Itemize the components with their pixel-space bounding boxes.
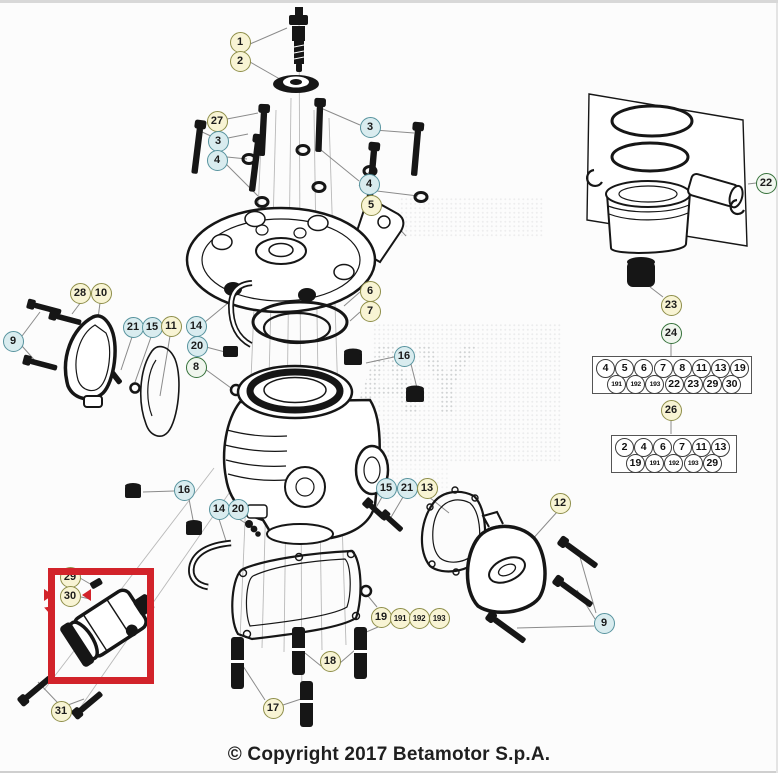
table-num-2[interactable]: 2 xyxy=(615,437,634,457)
callout-28[interactable]: 28 xyxy=(69,282,91,304)
table-num-8[interactable]: 8 xyxy=(672,358,692,378)
left-gasket xyxy=(140,345,180,437)
table-num-193[interactable]: 193 xyxy=(645,374,665,394)
callout-7[interactable]: 7 xyxy=(359,300,381,322)
callout-12[interactable]: 12 xyxy=(549,492,571,514)
callout-3[interactable]: 3 xyxy=(207,130,229,152)
table-num-191[interactable]: 191 xyxy=(607,374,626,394)
table-num-6[interactable]: 6 xyxy=(634,358,654,378)
vent-hose xyxy=(227,280,253,348)
table-num-29[interactable]: 29 xyxy=(702,453,722,473)
table-num-30[interactable]: 30 xyxy=(722,374,742,394)
table-num-6[interactable]: 6 xyxy=(653,437,673,457)
callout-18[interactable]: 18 xyxy=(319,650,341,672)
valve-cover-clip xyxy=(90,578,103,589)
table-num-23[interactable]: 23 xyxy=(683,374,703,394)
left-cover-bolts xyxy=(22,298,82,371)
spark-plug xyxy=(289,7,308,72)
right-cover xyxy=(465,510,547,614)
screw-washer xyxy=(129,382,141,394)
hose-fitting xyxy=(245,520,261,537)
callout-26[interactable]: 26 xyxy=(660,399,682,421)
callout-16[interactable]: 16 xyxy=(393,345,415,367)
callout-193[interactable]: 193 xyxy=(428,607,450,629)
table-num-7[interactable]: 7 xyxy=(672,437,692,457)
water-hose xyxy=(188,539,232,591)
copyright-text: © Copyright 2017 Betamotor S.p.A. xyxy=(227,744,551,765)
callout-4[interactable]: 4 xyxy=(206,149,228,171)
callout-21[interactable]: 21 xyxy=(396,477,418,499)
callout-14[interactable]: 14 xyxy=(208,498,230,520)
callout-9[interactable]: 9 xyxy=(2,330,24,352)
table-num-11[interactable]: 11 xyxy=(692,358,711,378)
table-num-7[interactable]: 7 xyxy=(653,358,673,378)
base-gasket xyxy=(231,549,362,641)
dowel-pins xyxy=(231,627,367,727)
right-cover-bolts xyxy=(485,535,598,643)
callout-5[interactable]: 5 xyxy=(360,194,382,216)
table-num-11[interactable]: 11 xyxy=(691,437,711,457)
table-num-19[interactable]: 19 xyxy=(730,358,750,378)
exhaust-valve-cover xyxy=(60,588,155,667)
cylinder xyxy=(222,364,390,545)
head-o-rings xyxy=(251,300,349,345)
callout-20[interactable]: 20 xyxy=(186,335,208,357)
left-cover xyxy=(63,314,117,408)
table-num-191[interactable]: 191 xyxy=(645,453,665,473)
callout-6[interactable]: 6 xyxy=(359,280,381,302)
callout-27[interactable]: 27 xyxy=(206,110,228,132)
callout-15[interactable]: 15 xyxy=(375,477,397,499)
stud-washer-2 xyxy=(359,584,373,598)
table-num-4[interactable]: 4 xyxy=(596,358,615,378)
callout-1[interactable]: 1 xyxy=(229,31,251,53)
table-num-192[interactable]: 192 xyxy=(626,374,646,394)
callout-13[interactable]: 13 xyxy=(416,477,438,499)
table-num-22[interactable]: 22 xyxy=(664,374,684,394)
callout-192[interactable]: 192 xyxy=(408,607,430,629)
callout-2[interactable]: 2 xyxy=(229,50,251,72)
callout-4[interactable]: 4 xyxy=(358,173,380,195)
callout-11[interactable]: 11 xyxy=(160,315,182,337)
callout-30[interactable]: 30 xyxy=(59,585,81,607)
table-num-4[interactable]: 4 xyxy=(634,437,654,457)
callout-14[interactable]: 14 xyxy=(185,315,207,337)
callout-9[interactable]: 9 xyxy=(593,612,615,634)
callout-16[interactable]: 16 xyxy=(173,479,195,501)
callout-23[interactable]: 23 xyxy=(660,294,682,316)
right-cover-screws xyxy=(362,497,403,532)
callout-10[interactable]: 10 xyxy=(90,282,112,304)
callout-21[interactable]: 21 xyxy=(122,316,144,338)
piston-cap xyxy=(627,257,655,287)
callout-24[interactable]: 24 xyxy=(660,322,682,344)
table-num-192[interactable]: 192 xyxy=(664,453,684,473)
piston-kit xyxy=(586,93,748,254)
cylinder-head-cover xyxy=(185,201,405,314)
table-num-19[interactable]: 19 xyxy=(626,453,645,473)
callout-15[interactable]: 15 xyxy=(141,316,163,338)
plug-seat-washer xyxy=(273,75,319,93)
spacer xyxy=(223,346,238,357)
callout-191[interactable]: 191 xyxy=(389,607,411,629)
table-num-193[interactable]: 193 xyxy=(683,453,703,473)
table-num-5[interactable]: 5 xyxy=(615,358,635,378)
table-num-13[interactable]: 13 xyxy=(711,358,731,378)
callout-29[interactable]: 29 xyxy=(59,566,81,588)
table-num-29[interactable]: 29 xyxy=(703,374,722,394)
callout-22[interactable]: 22 xyxy=(755,172,777,194)
callout-20[interactable]: 20 xyxy=(227,498,249,520)
callout-19[interactable]: 19 xyxy=(370,606,392,628)
table-num-13[interactable]: 13 xyxy=(711,437,730,457)
callout-17[interactable]: 17 xyxy=(262,697,284,719)
callout-31[interactable]: 31 xyxy=(50,700,72,722)
flange-nuts xyxy=(125,348,424,535)
lower-bolts xyxy=(17,675,103,720)
footer: © Copyright 2017 Betamotor S.p.A. xyxy=(0,739,778,771)
callout-3[interactable]: 3 xyxy=(359,116,381,138)
callout-8[interactable]: 8 xyxy=(185,356,207,378)
